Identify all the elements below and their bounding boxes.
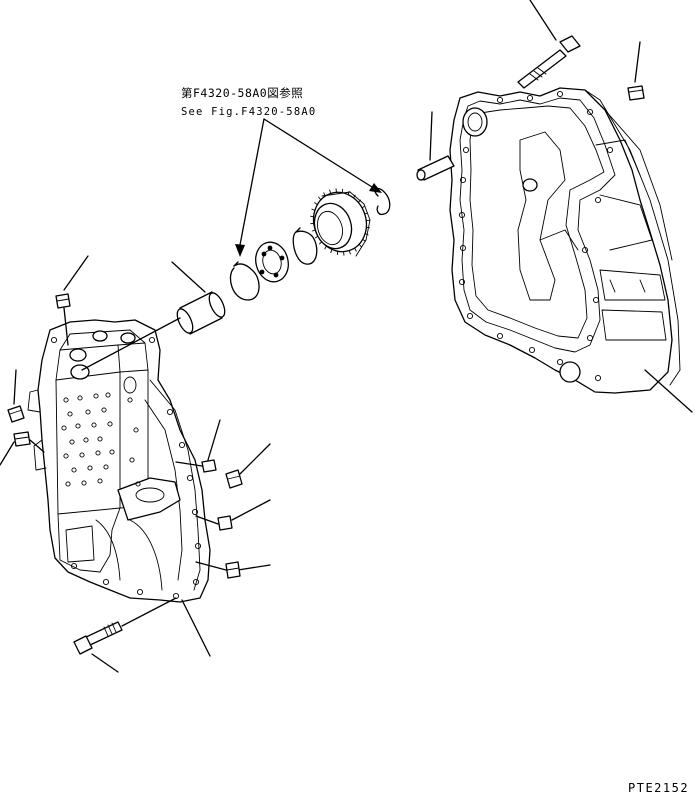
bolt-small-3 xyxy=(195,499,271,531)
oneway-clutch xyxy=(255,241,289,283)
bolt-right-long xyxy=(517,0,581,89)
sleeve-bushing xyxy=(171,261,226,335)
bolt-small-1 xyxy=(175,419,221,473)
housing-left-leader xyxy=(181,599,211,657)
dowel-pin-right xyxy=(416,111,455,181)
reference-note-en: See Fig.F4320-58A0 xyxy=(181,106,316,118)
bolt-small-4 xyxy=(195,561,271,579)
transmission-case-housing xyxy=(449,87,681,394)
reference-note-jp: 第F4320-58A0図参照 xyxy=(181,86,303,100)
transmission-cover-housing xyxy=(27,319,211,603)
reference-leader-lines xyxy=(235,118,382,257)
gear-bearing xyxy=(310,188,371,257)
housing-right-leader xyxy=(644,369,693,413)
flange-bolt-holes-left xyxy=(50,336,202,600)
drawing-code: PTE2152 xyxy=(628,781,689,795)
snap-ring-upper xyxy=(374,187,391,216)
plug-left-side-2 xyxy=(0,431,45,466)
snap-ring-lower xyxy=(229,261,260,301)
sleeve-to-housing-line xyxy=(81,317,181,371)
snap-ring-middle xyxy=(292,227,318,265)
bolt-left-long xyxy=(73,597,177,673)
bolt-small-2 xyxy=(225,443,271,489)
plug-left-side-1 xyxy=(7,369,25,423)
valve-body-holes xyxy=(61,392,141,487)
flange-bolt-holes-right xyxy=(458,90,614,382)
plug-right-small xyxy=(627,41,645,101)
plug-left-top xyxy=(55,255,89,346)
